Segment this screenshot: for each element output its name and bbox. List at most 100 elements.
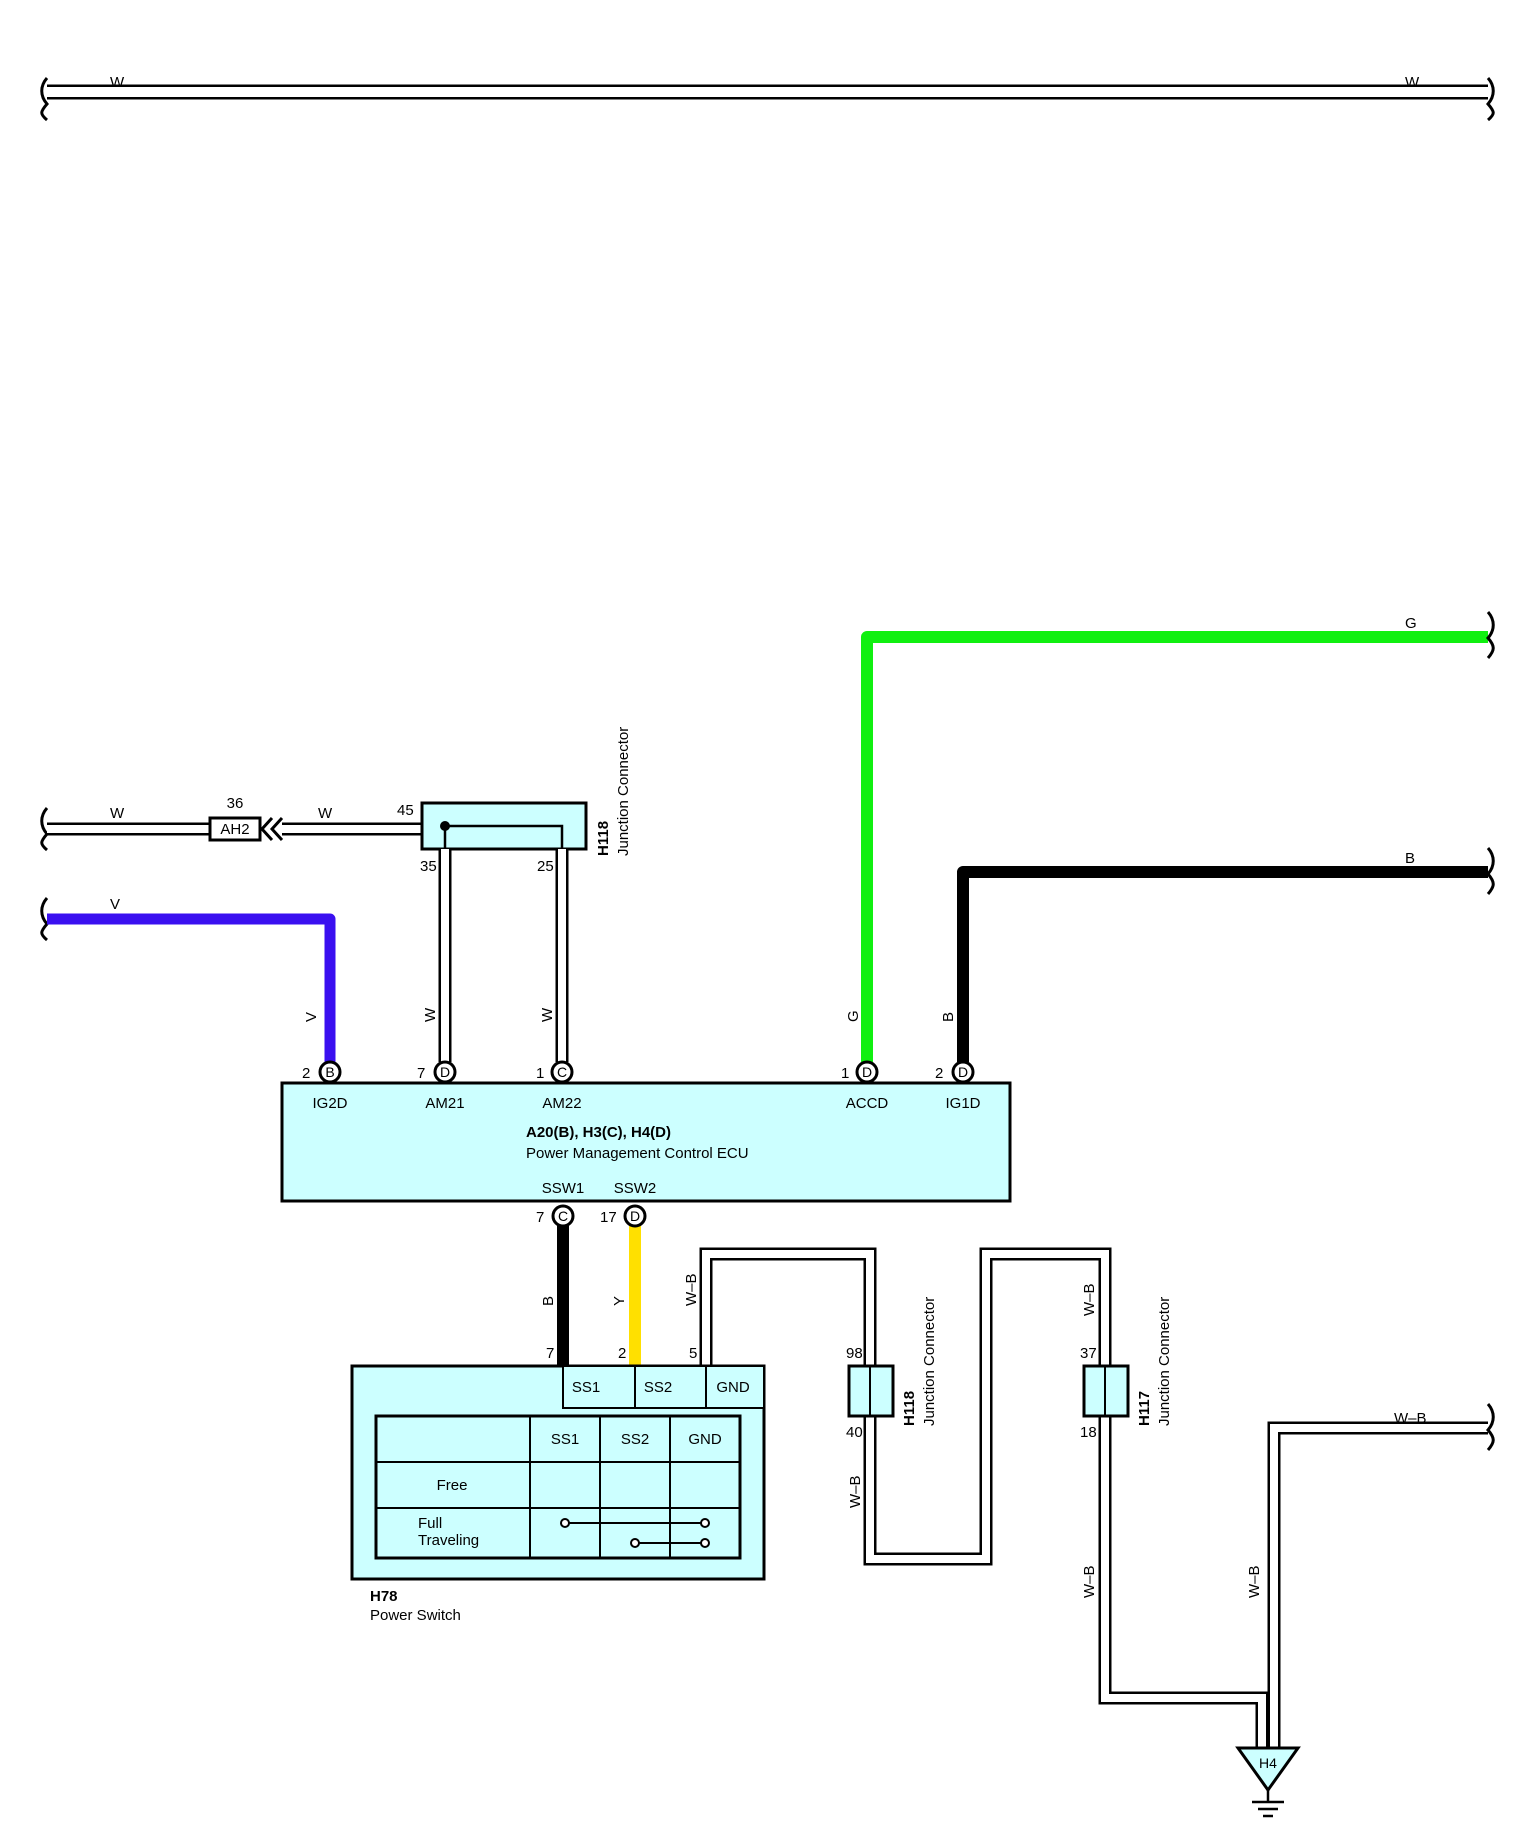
pin-name: IG2D [312, 1095, 347, 1112]
ecu-name: Power Management Control ECU [526, 1145, 749, 1162]
junction-bus [445, 824, 564, 849]
break-mark-left [40, 77, 49, 122]
connector-code: H118 [901, 1391, 918, 1426]
wire-color-label: G [1405, 615, 1417, 632]
wire-color-label: W [318, 805, 333, 822]
pin-number: 2 [302, 1065, 310, 1082]
pin-connector: D [630, 1208, 640, 1224]
wire-fill [861, 631, 1488, 1062]
b-wire: B B [940, 847, 1495, 1062]
pin-number: 1 [536, 1065, 544, 1082]
connector-desc: Junction Connector [615, 727, 632, 856]
pin-connector: B [325, 1064, 334, 1080]
pin-name: SSW2 [614, 1180, 657, 1197]
ground-icon [1235, 1746, 1301, 1793]
wire-color-label: W–B [1081, 1565, 1098, 1598]
pin-number: 25 [537, 858, 554, 875]
v-wire: V V [40, 896, 336, 1062]
break-mark-left [40, 807, 49, 852]
wire-color-label: W–B [1394, 1410, 1427, 1427]
connector-code: H118 [595, 821, 612, 856]
wire-fill [866, 1250, 1266, 1748]
pin-name: SS2 [644, 1379, 672, 1396]
wire-fill [957, 866, 1488, 1062]
pin-connector: D [958, 1064, 968, 1080]
wire-color-label: V [110, 896, 120, 913]
pin-number: 98 [846, 1345, 863, 1362]
pin-connector: C [557, 1064, 567, 1080]
wire-color-label: Y [611, 1296, 628, 1306]
pin-terminal [433, 1060, 457, 1084]
connector-desc: Junction Connector [1156, 1297, 1173, 1426]
g-wire: G G [845, 611, 1495, 1062]
wire-outline [1267, 1421, 1488, 1748]
wire-color-label: W [110, 805, 125, 822]
power-switch: SS1 SS2 GND 7 2 5 SS1 SS2 GND Free Full … [350, 1345, 766, 1624]
pin-number: 35 [420, 858, 437, 875]
h118-junction-top: 45 35 25 H118 Junction Connector [397, 727, 632, 875]
wire-color-label: W [422, 1007, 439, 1022]
pin-number: 1 [841, 1065, 849, 1082]
pin-connector: C [558, 1208, 568, 1224]
break-mark-left [40, 897, 49, 942]
component-name: Power Switch [370, 1607, 461, 1624]
pin-name: SSW1 [542, 1180, 585, 1197]
wire-color-label: W–B [683, 1273, 700, 1306]
wire-color-label: W–B [1246, 1565, 1263, 1598]
wire-color-label: B [940, 1012, 957, 1022]
pin-cell [562, 1365, 636, 1409]
h117-junction: 37 18 H117 Junction Connector W–B W–B [1080, 1283, 1173, 1598]
pin-cell [705, 1365, 765, 1409]
connector-code: H117 [1136, 1391, 1153, 1426]
pin-number: 7 [546, 1345, 554, 1362]
power-management-ecu: A20(B), H3(C), H4(D) Power Management Co… [280, 1060, 1012, 1203]
row-label: Traveling [418, 1532, 479, 1549]
row-label: Full [418, 1515, 442, 1532]
ecu-title: A20(B), H3(C), H4(D) [526, 1124, 671, 1141]
pin-number: 40 [846, 1424, 863, 1441]
pin-terminal [550, 1060, 574, 1084]
pin-number: 7 [536, 1209, 544, 1226]
pin-name: IG1D [945, 1095, 980, 1112]
pin-cell [634, 1365, 707, 1409]
table-header: GND [688, 1431, 722, 1448]
ground-name: H4 [1259, 1755, 1277, 1771]
pin-terminal [623, 1204, 647, 1228]
wire-color-label: W–B [847, 1475, 864, 1508]
am-wires: W W [422, 849, 569, 1062]
pin-terminal [318, 1060, 342, 1084]
wire-color-label: G [845, 1010, 862, 1022]
pin-number: 37 [1080, 1345, 1097, 1362]
pin-name: GND [716, 1379, 750, 1396]
ecu-box [280, 1081, 1012, 1203]
w-wire-ah2: W AH2 36 W [40, 795, 422, 852]
splice-dot [440, 821, 450, 831]
connector-desc: Junction Connector [921, 1297, 938, 1426]
pin-terminal [951, 1060, 975, 1084]
pin-terminal [855, 1060, 879, 1084]
contact-point [700, 1518, 710, 1528]
wire-color-label: V [303, 1012, 320, 1022]
wb-wire-path: W–B [683, 1247, 1495, 1748]
break-mark-right [1486, 847, 1495, 895]
pin-name: AM22 [542, 1095, 581, 1112]
h118-junction-bottom: 98 40 H118 Junction Connector W–B [846, 1297, 938, 1508]
contact-point [560, 1518, 570, 1528]
row-label: Free [437, 1477, 468, 1494]
wire-color-label: W [1405, 74, 1420, 91]
wire-color-label: B [540, 1296, 557, 1306]
pin-number: 7 [417, 1065, 425, 1082]
wire-color-label: B [1405, 850, 1415, 867]
break-mark-right [1486, 611, 1495, 659]
ah2-pin: 36 [227, 795, 244, 812]
top-w-wire: W W [40, 74, 1495, 122]
pin-terminal [551, 1204, 575, 1228]
break-mark-right [1486, 77, 1495, 122]
contact-point [700, 1538, 710, 1548]
contact-point [630, 1538, 640, 1548]
pin-number: 2 [935, 1065, 943, 1082]
ground-h4: W–B W–B H4 [1235, 1410, 1427, 1818]
wire-fill [1270, 1424, 1488, 1748]
wire-fill [47, 913, 336, 1062]
